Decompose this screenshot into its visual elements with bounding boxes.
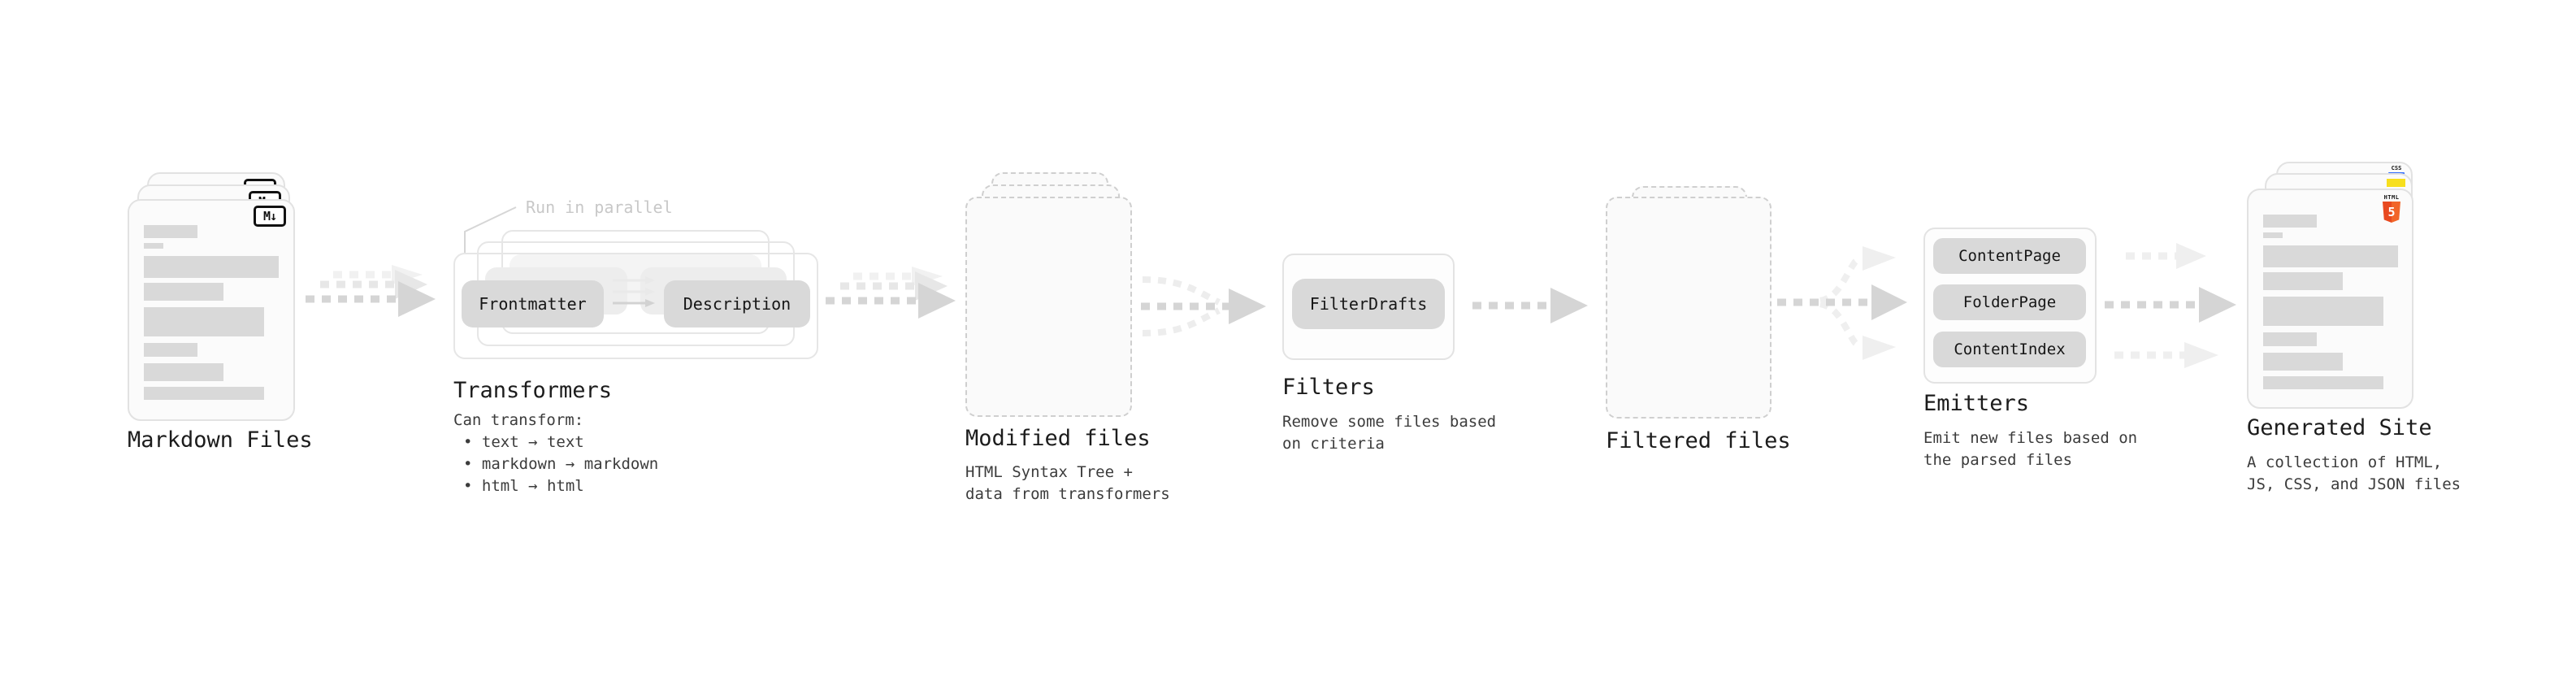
markdown-files-title: Markdown Files [128,427,313,453]
file-card-front: M↓ [128,199,295,421]
emitters-title: Emitters [1923,391,2030,416]
html5-badge-number: 5 [2387,205,2396,219]
filters-description: Remove some files based on criteria [1282,413,1497,453]
arrow-filters-to-filtered-icon [1472,288,1588,323]
file-card-front: HTML 5 [2247,189,2413,409]
markdown-file-stack: M↓ M↓ M↓ [128,172,295,421]
arrow-modified-to-filters-icon [1141,276,1266,336]
arrow-emitters-to-site-icon [2105,243,2236,368]
modified-files-title: Modified files [965,426,1151,451]
generated-site-title: Generated Site [2247,415,2432,440]
html5-badge-label: HTML [2383,194,2400,201]
generated-site-stack: CSS HTML 5 [2247,162,2414,410]
contentpage-pill: ContentPage [1933,238,2086,274]
transform-bullet: • markdown → markdown [463,455,659,473]
markdown-icon: M↓ [254,206,286,227]
note-leader-line-icon [464,206,517,253]
filtered-file-stack [1606,186,1773,422]
run-in-parallel-note: Run in parallel [526,197,673,217]
transform-arrows-icon [613,276,655,307]
transformers-description: Can transform: • text → text • markdown … [453,410,658,497]
modified-file-stack [965,172,1133,421]
filtered-files-title: Filtered files [1606,428,1791,453]
filters-title: Filters [1282,375,1375,400]
arrow-transformers-to-modified-icon [826,267,956,319]
modified-files-description: HTML Syntax Tree + data from transformer… [965,463,1170,503]
filterdrafts-pill: FilterDrafts [1292,279,1445,329]
description-pill: Description [664,280,810,327]
html5-icon: HTML 5 [2382,194,2401,223]
generated-site-description: A collection of HTML, JS, CSS, and JSON … [2247,453,2461,493]
arrow-markdown-to-transformers-icon [306,265,436,317]
frontmatter-pill: Frontmatter [462,280,604,327]
transform-bullet: • text → text [463,433,584,451]
transform-bullet: • html → html [463,477,584,495]
arrow-filtered-to-emitters-icon [1777,246,1907,360]
folderpage-pill: FolderPage [1933,284,2086,320]
transformer-box-front [453,253,818,359]
file-card-front [1606,197,1772,419]
js-icon [2387,179,2405,187]
contentindex-pill: ContentIndex [1933,332,2086,367]
css-badge-label: CSS [2391,165,2402,171]
transformers-title: Transformers [453,378,613,403]
emitters-description: Emit new files based on the parsed files [1923,429,2138,469]
file-card-front [965,197,1132,417]
transformers-subtitle: Can transform: [453,411,584,429]
